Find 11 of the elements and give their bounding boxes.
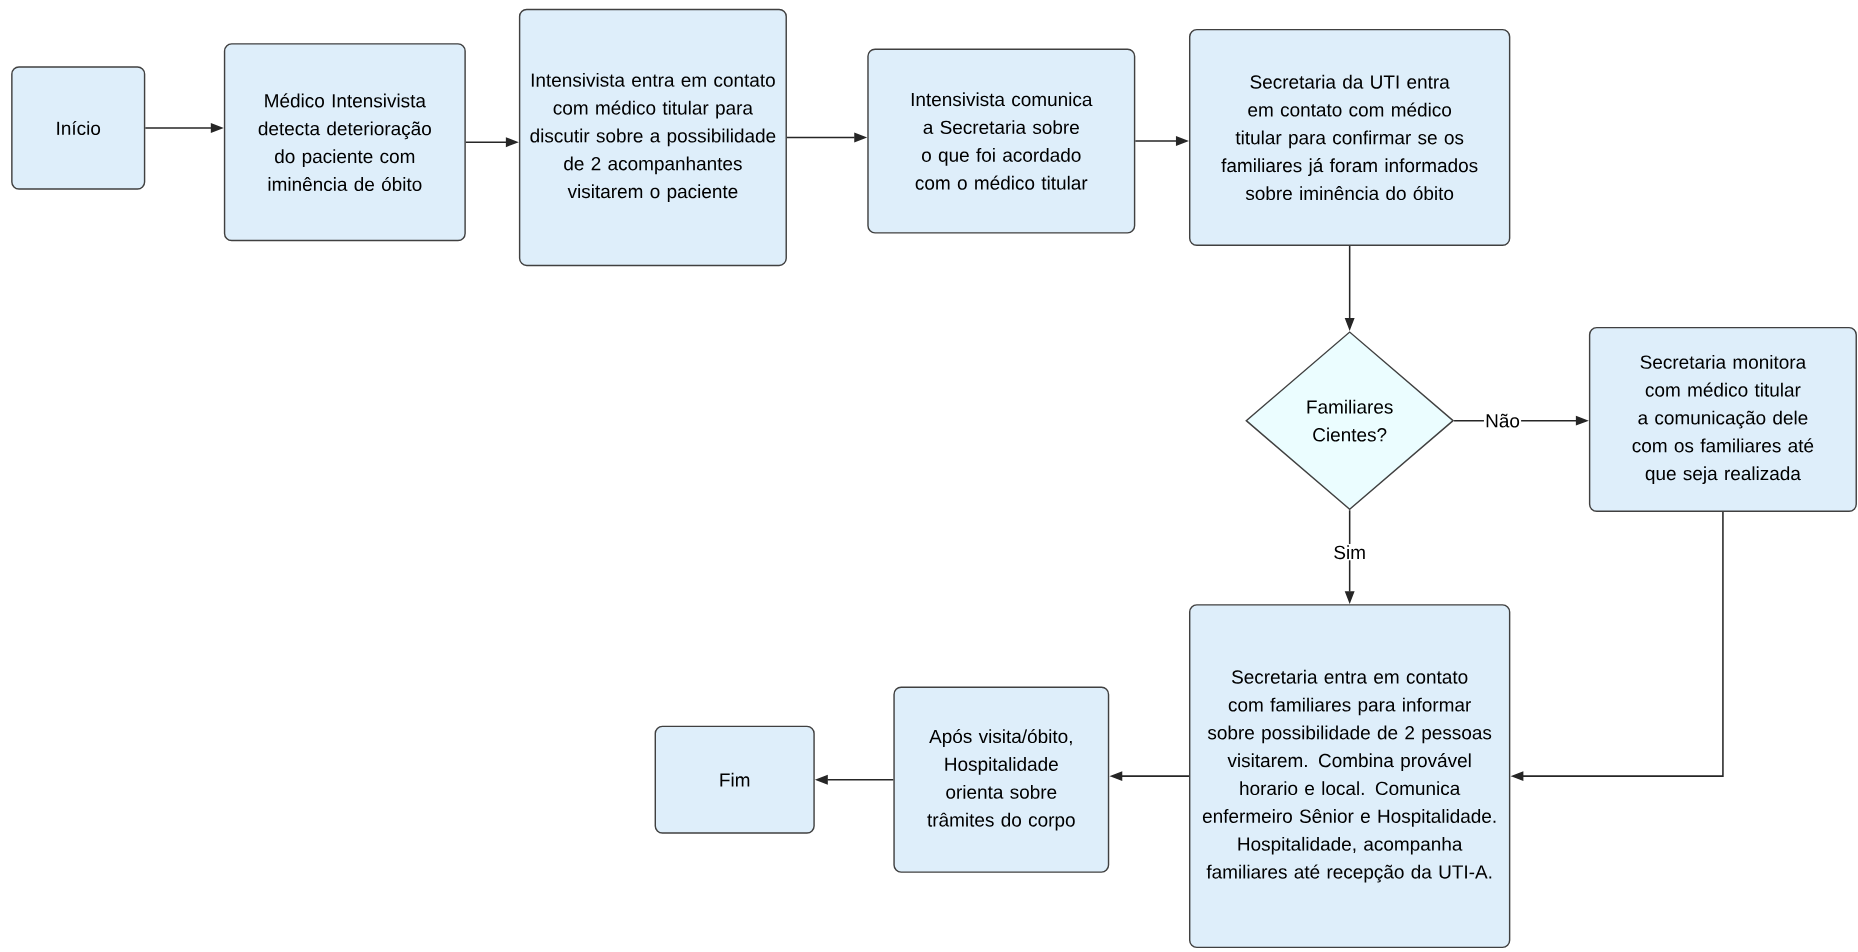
process-box: Início bbox=[11, 66, 146, 190]
process-box: Secretaria monitora com médico titular a comunicação dele com os familiares até que seja realizada bbox=[1588, 327, 1857, 513]
process-box: Intensivista comunica a Secretaria sobre o que foi acordado com o médico titular bbox=[867, 48, 1136, 234]
process-box: Fim bbox=[654, 725, 815, 834]
process-box: Após visita/óbito, Hospitalidade orienta sobre trâmites do corpo bbox=[893, 686, 1110, 874]
edge-label: Não bbox=[1483, 412, 1522, 429]
process-box: Secretaria da UTI entra em contato com médico titular para confirmar se os familiares já foram informados sobre iminência do óbito bbox=[1189, 29, 1511, 247]
process-box: Médico Intensivista detecta deterioração do paciente com iminência de óbito bbox=[223, 43, 466, 242]
process-box: Intensivista entra em contato com médico titular para discutir sobre a possibilidade de 2 acompanhantes visitarem o paciente bbox=[518, 9, 787, 267]
edge-label: Sim bbox=[1332, 544, 1368, 561]
process-box: Secretaria entra em contato com familiares para informar sobre possibilidade de 2 pessoas visitarem. Combina provável horario e local. Comunica enfermeiro Sênior e Hospitalidade. Hospitalidade, acompanha familiares até recepção da UTI-A. bbox=[1189, 604, 1511, 949]
